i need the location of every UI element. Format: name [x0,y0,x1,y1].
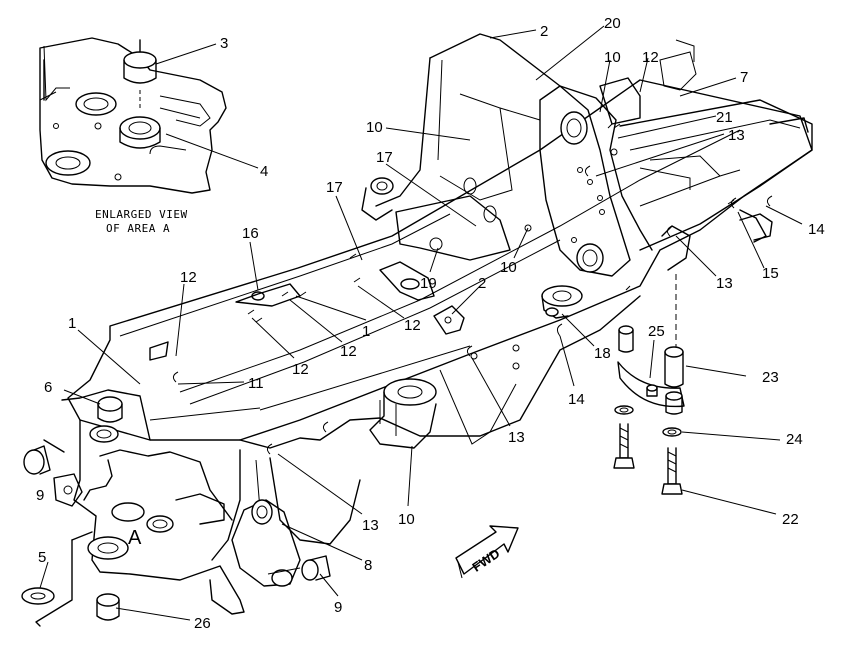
inset-caption-line2: OF AREA A [106,222,170,235]
callout-12: 12 [292,361,309,378]
callout-13: 13 [362,517,379,534]
callout-25: 25 [648,323,665,340]
fwd-arrow-icon [455,525,519,579]
leader-lines [39,25,803,621]
callout-17: 17 [326,179,343,196]
callout-12: 12 [404,317,421,334]
callout-14: 14 [568,391,585,408]
callout-16: 16 [242,225,259,242]
callout-13: 13 [716,275,733,292]
callout-19: 19 [420,275,437,292]
callout-numbers: 3 4 2 20 10 12 7 21 13 14 15 13 10 17 17… [36,15,825,632]
callout-12: 12 [642,49,659,66]
callout-9: 9 [36,487,44,504]
mount-parts [613,274,685,495]
callout-13: 13 [508,429,525,446]
view-marker-a: A [128,527,142,549]
callout-2: 2 [478,275,486,292]
callout-13: 13 [728,127,745,144]
callout-9: 9 [334,599,342,616]
callout-22: 22 [782,511,799,528]
callout-10: 10 [604,49,621,66]
callout-23: 23 [762,369,779,386]
callout-11: 11 [248,375,264,392]
callout-15: 15 [762,265,779,282]
callout-6: 6 [44,379,52,396]
callout-7: 7 [740,69,748,86]
callout-24: 24 [786,431,803,448]
callout-10: 10 [500,259,517,276]
callout-10: 10 [366,119,383,136]
inset-caption-line1: ENLARGED VIEW [95,208,188,221]
callout-5: 5 [38,549,46,566]
callout-10: 10 [398,511,415,528]
callout-8: 8 [364,557,372,574]
callout-3: 3 [220,35,228,52]
main-frame [53,33,813,615]
inset-enlarged-view [39,37,227,194]
callout-2: 2 [540,23,548,40]
callout-14: 14 [808,221,825,238]
callout-26: 26 [194,615,211,632]
callout-1: 1 [68,315,76,332]
callout-12: 12 [340,343,357,360]
callout-17: 17 [376,149,393,166]
callout-21: 21 [716,109,733,126]
loose-parts-left [21,439,331,627]
callout-12: 12 [180,269,197,286]
callout-20: 20 [604,15,621,32]
callout-18: 18 [594,345,611,362]
callout-1: 1 [362,323,370,340]
callout-4: 4 [260,163,268,180]
